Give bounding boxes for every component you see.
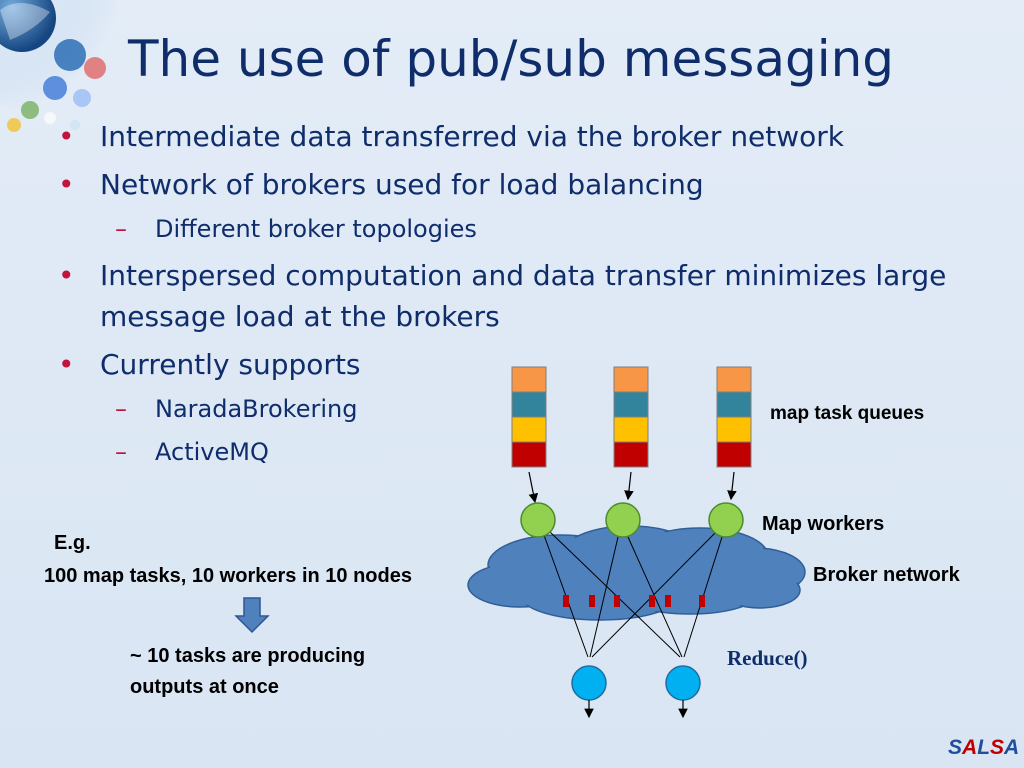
queue-3 xyxy=(716,366,752,468)
salsa-letter: A xyxy=(1004,736,1020,759)
slide-title: The use of pub/sub messaging xyxy=(128,30,895,88)
example-line: 100 map tasks, 10 workers in 10 nodes xyxy=(44,565,412,587)
broker-dots xyxy=(563,595,705,607)
bullet-2: Network of brokers used for load balanci… xyxy=(55,164,985,205)
map-workers-label: Map workers xyxy=(762,513,885,535)
connection-line xyxy=(539,523,589,658)
bullet-2-sub-1: Different broker topologies xyxy=(55,212,985,247)
bullet-1: Intermediate data transferred via the br… xyxy=(55,116,985,157)
connection-line xyxy=(547,529,681,658)
map-worker-3 xyxy=(708,502,744,538)
queue-arrow xyxy=(528,471,539,504)
globe-decoration xyxy=(0,0,120,132)
down-arrow-icon xyxy=(234,597,270,634)
bullet-4-sub-1: NaradaBrokering xyxy=(55,392,985,427)
map-worker-1 xyxy=(520,502,556,538)
queue-2 xyxy=(613,366,649,468)
map-worker-2 xyxy=(605,502,641,538)
queue-arrow xyxy=(624,471,634,501)
bullet-3: Interspersed computation and data transf… xyxy=(55,255,985,337)
cloud-fill xyxy=(722,574,798,606)
connection-line xyxy=(589,536,619,658)
salsa-letter: S xyxy=(948,736,963,759)
salsa-letter: A xyxy=(962,736,978,759)
salsa-logo: SALSA xyxy=(948,736,1019,760)
queue-1 xyxy=(511,366,547,468)
reducer-1 xyxy=(571,665,607,701)
broker-cloud xyxy=(467,525,806,621)
example-result: ~ 10 tasks are producing outputs at once xyxy=(130,645,366,698)
bullet-4-sub-2: ActiveMQ xyxy=(55,435,985,470)
map-task-queues-label: map task queues xyxy=(770,403,925,424)
cloud-fill xyxy=(622,572,758,612)
salsa-letter: L xyxy=(977,736,991,759)
bullet-4: Currently supports xyxy=(55,344,985,385)
reducer-2 xyxy=(665,665,701,701)
connection-line xyxy=(591,531,717,658)
bullet-list: Intermediate data transferred via the br… xyxy=(55,116,985,478)
salsa-letter: S xyxy=(990,736,1005,759)
reduce-label: Reduce() xyxy=(727,646,808,670)
queue-arrow xyxy=(727,471,737,501)
example-eg-label: E.g. xyxy=(54,532,91,554)
broker-network-label: Broker network xyxy=(813,564,960,586)
